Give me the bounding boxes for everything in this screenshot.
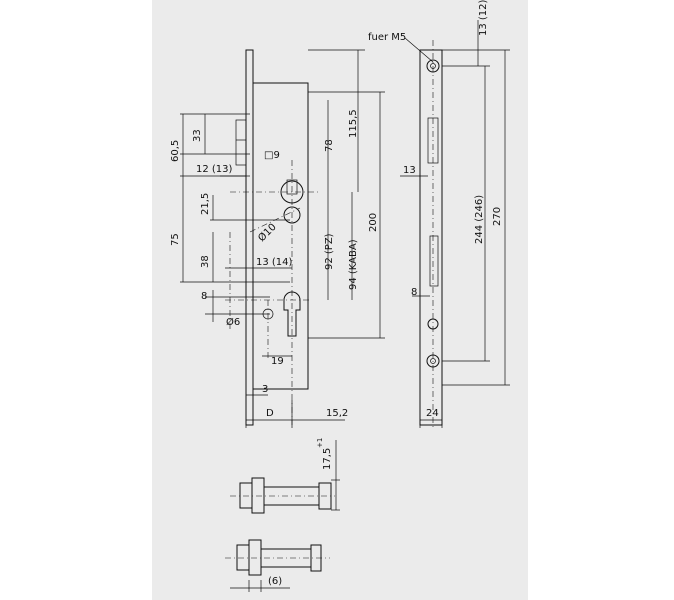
label-24: 24	[426, 408, 439, 419]
label-60-5: 60,5	[170, 140, 181, 162]
middle-dimensions	[308, 49, 385, 339]
faceplate-side-view	[400, 20, 510, 430]
label-13-14: 13 (14)	[256, 257, 293, 268]
label-115-5: 115,5	[348, 109, 359, 138]
label-94-kaba: 94 (KABA)	[348, 239, 359, 290]
label-3: 3	[262, 384, 268, 395]
label-square-9: □9	[264, 150, 280, 161]
bolt-detail-1	[230, 440, 340, 514]
faceplate	[245, 49, 254, 426]
label-phi6: Ø6	[226, 316, 240, 328]
label-13-12: 13 (12)	[478, 0, 489, 36]
faceplate-side	[419, 49, 443, 426]
label-17-5: 17,5	[322, 448, 333, 470]
label-8-left: 8	[201, 291, 207, 302]
label-13: 13	[403, 165, 416, 176]
label-fuer-m5: fuer M5	[368, 32, 406, 43]
label-15-2: 15,2	[326, 408, 348, 419]
label-200: 200	[368, 213, 379, 232]
bolt-slot	[429, 235, 439, 287]
label-244-246: 244 (246)	[474, 195, 485, 244]
left-dimensions	[180, 113, 345, 428]
label-19: 19	[271, 356, 284, 367]
label-78: 78	[324, 139, 335, 152]
label-8-right: 8	[411, 287, 417, 298]
label-plus1: +1	[316, 438, 324, 448]
bolt-detail-2	[225, 539, 330, 592]
lock-case	[252, 82, 309, 390]
lock-front-view	[225, 49, 320, 426]
label-33: 33	[192, 129, 203, 142]
label-6: (6)	[268, 576, 282, 587]
label-92-pz: 92 (PZ)	[324, 233, 335, 270]
phi10-hole	[283, 206, 301, 224]
latch-bolt	[235, 119, 247, 166]
cylinder-cutout	[283, 291, 301, 337]
label-12-13: 12 (13)	[196, 164, 233, 175]
label-38: 38	[200, 255, 211, 268]
label-75: 75	[170, 233, 181, 246]
drawing-background	[152, 0, 528, 600]
dimension-labels: fuer M5 13 (12) 33 60,5 12 (13) □9 78 11…	[170, 0, 503, 587]
label-21-5: 21,5	[200, 193, 211, 215]
label-phi10: Ø10	[256, 221, 279, 244]
label-270: 270	[492, 207, 503, 226]
label-D: D	[266, 408, 274, 419]
